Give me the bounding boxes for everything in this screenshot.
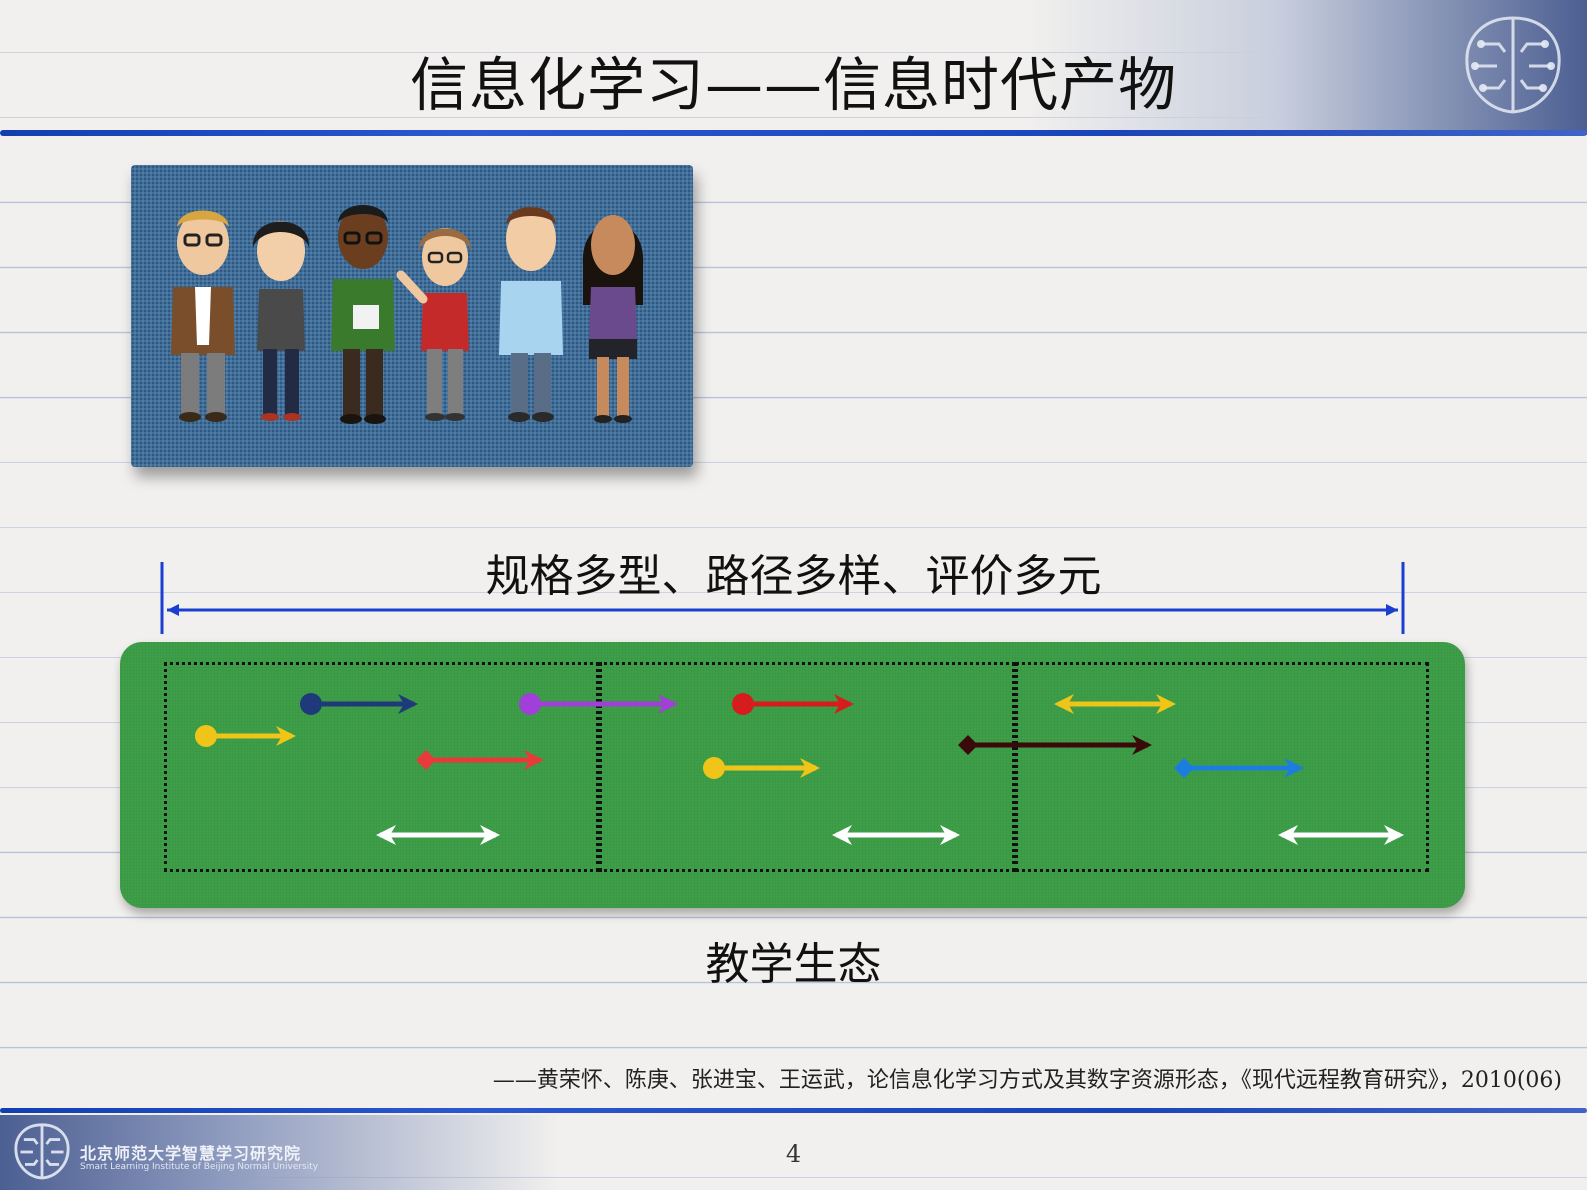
- brain-circuit-logo-icon: [14, 1123, 70, 1180]
- field-section-2: [599, 662, 1015, 872]
- arrow-navy: [300, 693, 418, 715]
- header-divider: [0, 130, 1587, 136]
- cartoon-people-figures: [171, 205, 644, 424]
- institute-name-cn: 北京师范大学智慧学习研究院: [80, 1144, 302, 1163]
- citation-text: ——黄荣怀、陈庚、张进宝、王运武，论信息化学习方式及其数字资源形态，《现代远程教…: [492, 1068, 1562, 1093]
- person-1: [171, 210, 235, 422]
- person-2: [252, 221, 310, 421]
- page-number: 4: [785, 1140, 802, 1168]
- arrow-yellow-1: [195, 725, 296, 747]
- person-6: [582, 215, 644, 423]
- footer-gradient-band: [0, 1115, 560, 1190]
- span-label: 规格多型、路径多样、评价多元: [485, 551, 1102, 602]
- person-4: [396, 228, 472, 421]
- arrow-yellow-2: [703, 757, 820, 779]
- arrow-purple: [519, 693, 678, 715]
- slide-title: 信息化学习——信息时代产物: [409, 51, 1177, 119]
- field-section-1: [164, 662, 599, 872]
- ecology-caption: 教学生态: [705, 939, 882, 990]
- institute-name-en: Smart Learning Institute of Beijing Norm…: [80, 1162, 319, 1172]
- footer-divider: [0, 1108, 1587, 1113]
- people-illustration: [131, 165, 693, 467]
- person-5: [499, 207, 563, 422]
- brain-circuit-logo-icon: [1465, 16, 1561, 114]
- span-dimension-arrow: [160, 562, 1405, 634]
- field-section-3: [1015, 662, 1429, 872]
- person-3: [331, 205, 395, 424]
- arrow-red: [732, 693, 854, 715]
